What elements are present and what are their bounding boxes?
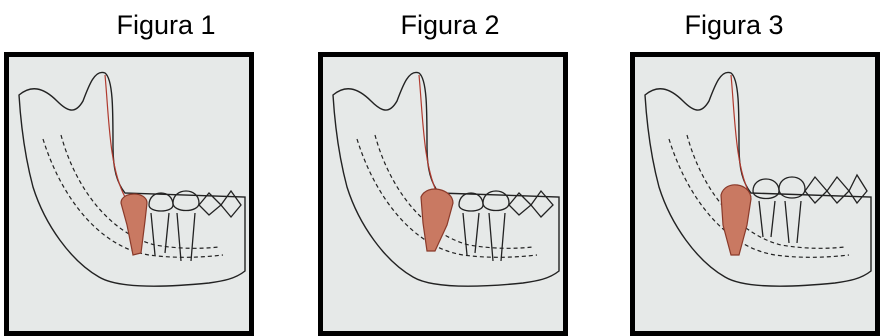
mandible-diagram-2 — [323, 57, 563, 331]
figure-1-title: Figura 1 — [66, 8, 266, 42]
figure-1-panel — [4, 52, 254, 336]
mandible-diagram-3 — [635, 57, 875, 331]
mandible-diagram-1 — [9, 57, 249, 331]
figure-2-title: Figura 2 — [350, 8, 550, 42]
figure-2-panel — [318, 52, 568, 336]
figure-3-title: Figura 3 — [634, 8, 834, 42]
figure-3-panel — [630, 52, 880, 336]
